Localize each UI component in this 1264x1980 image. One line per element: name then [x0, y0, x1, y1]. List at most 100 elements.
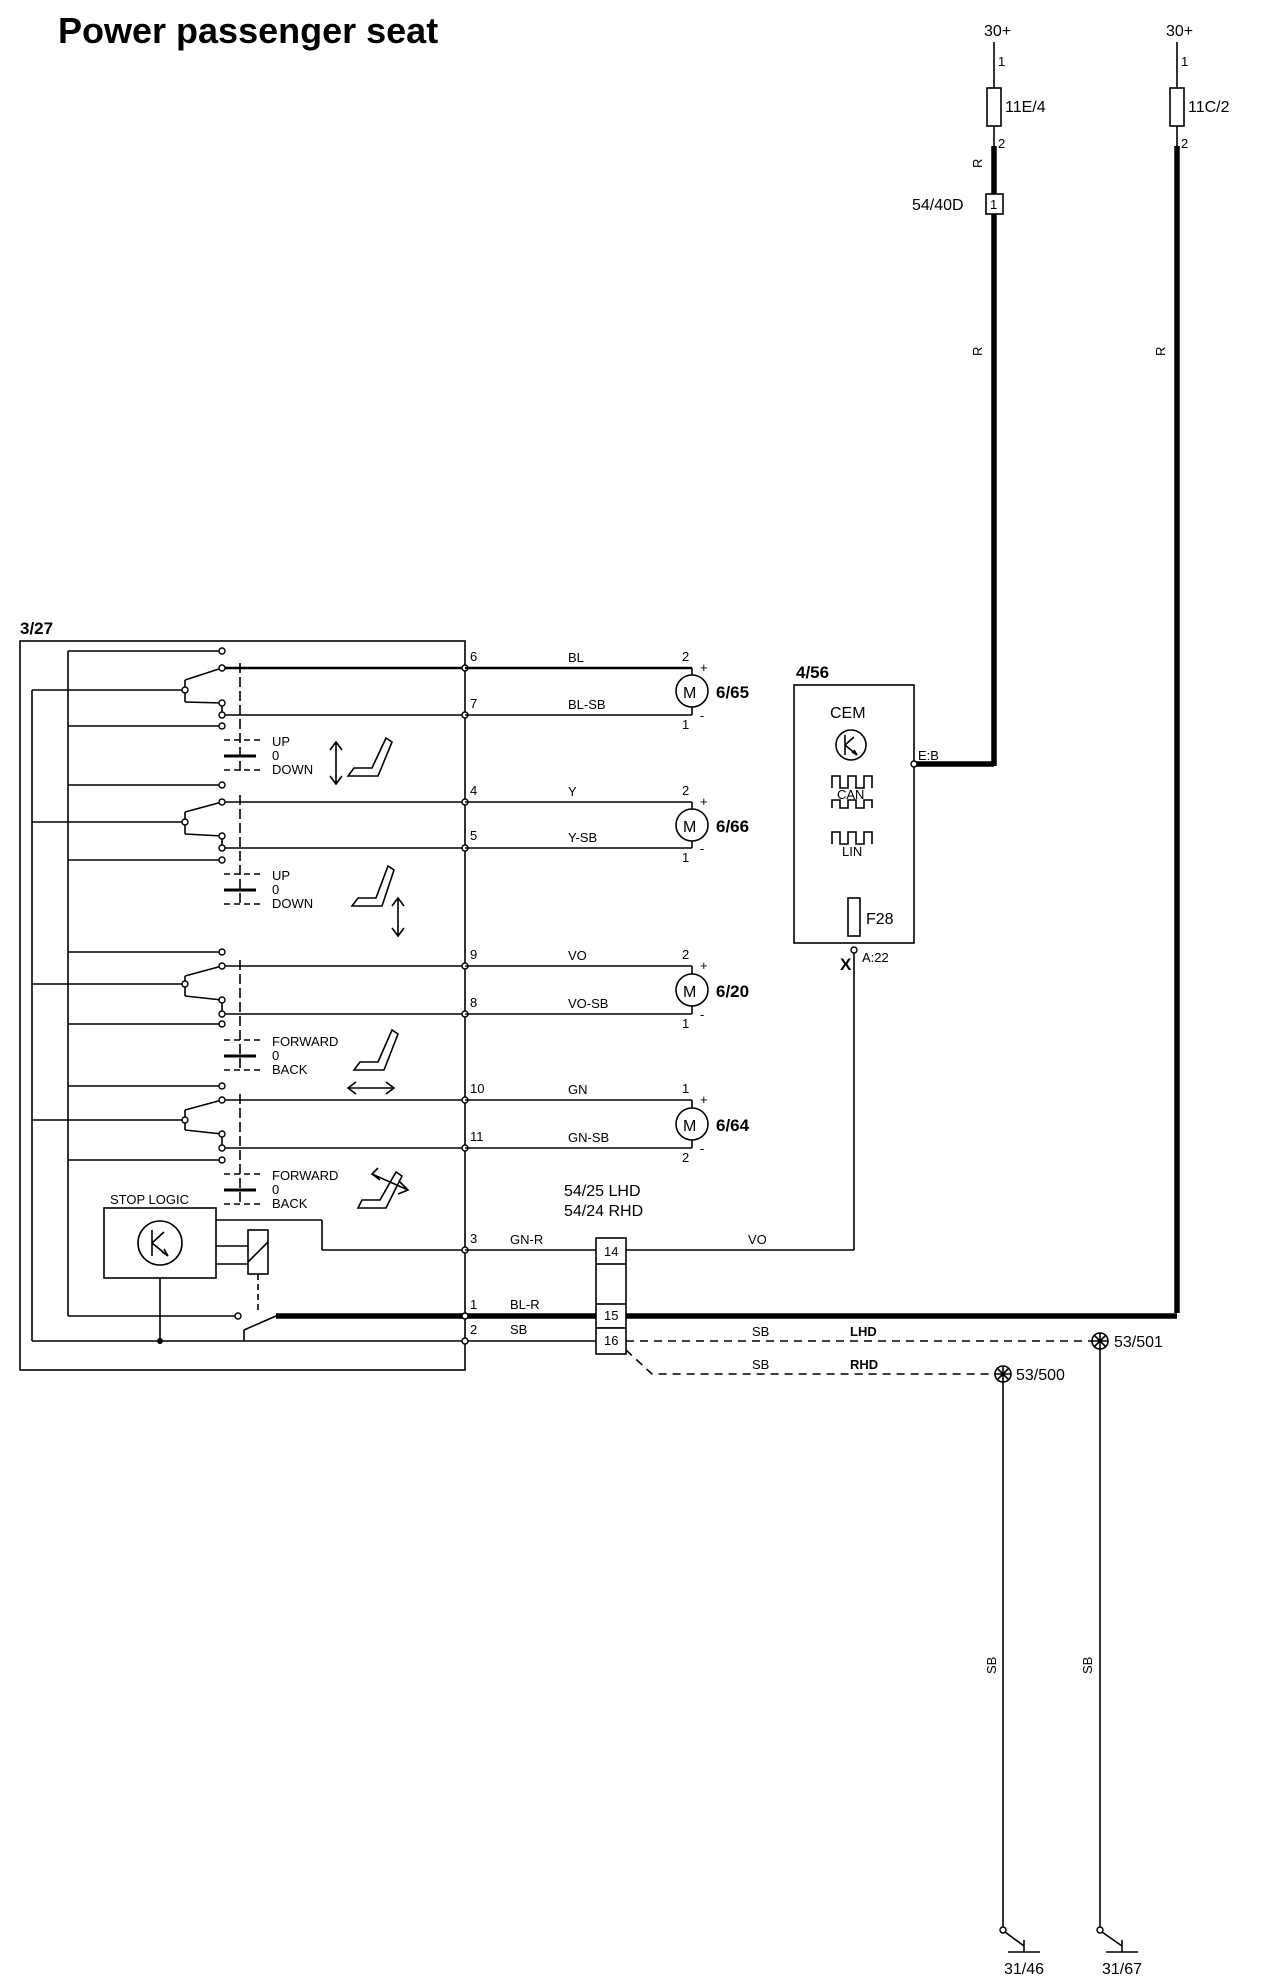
connector-label-rhd: 54/24 RHD — [564, 1203, 643, 1220]
fuse-11c2 — [1169, 87, 1185, 127]
pos-back-1: BACK — [272, 1062, 308, 1077]
wire-y: Y — [568, 784, 577, 799]
lin-signal-icon — [831, 831, 873, 845]
can-signal-icon — [831, 775, 873, 789]
wire-sb-rhd — [625, 1349, 996, 1375]
connector-block: 54/25 LHD 54/24 RHD 14 15 16 — [564, 1183, 643, 1355]
wire-bl-r: BL-R — [510, 1297, 540, 1312]
motor-6-64-pin-a: 1 — [682, 1081, 689, 1096]
splice-53-501: 53/501 SB — [1080, 1332, 1163, 1930]
cem-transistor-icon — [835, 729, 867, 761]
stop-logic: STOP LOGIC — [103, 1192, 465, 1344]
pin-1: 1 — [470, 1297, 477, 1312]
minus-sign: - — [700, 841, 704, 856]
motor-6-66-pin-b: 1 — [682, 850, 689, 865]
fuse-11c2-pin-2: 2 — [1181, 136, 1188, 151]
motor-6-20-label: 6/20 — [716, 982, 749, 1001]
pos-down-1: DOWN — [272, 762, 313, 777]
supply-right: 30+ 1 11C/2 2 R — [1153, 23, 1230, 1313]
fuse-11e4-pin-2: 2 — [998, 136, 1005, 151]
supply-right-label: 30+ — [1166, 23, 1193, 40]
motor-symbol: M — [683, 1118, 696, 1135]
wire-sb-rhd-label: SB — [752, 1357, 769, 1372]
motor-6-65-pin-a: 2 — [682, 649, 689, 664]
switch-group-3: FORWARD 0 BACK — [32, 948, 465, 1095]
fuse-11c2-pin-1: 1 — [1181, 54, 1188, 69]
pin-9: 9 — [470, 947, 477, 962]
rhd-tag: RHD — [850, 1357, 878, 1372]
pos-up-1: UP — [272, 734, 290, 749]
pin-2: 2 — [470, 1322, 477, 1337]
connector-pin-14: 14 — [604, 1244, 618, 1259]
supply-left: 30+ 1 11E/4 2 R 1 54/40D R — [912, 23, 1046, 767]
seat-slide-icon — [346, 1028, 399, 1095]
wire-bl: BL — [568, 650, 584, 665]
wire-vo-sb: VO-SB — [568, 996, 608, 1011]
wire-sb-vertical-1: SB — [984, 1657, 999, 1674]
pin-3: 3 — [470, 1231, 477, 1246]
ground-31-46-label: 31/46 — [1004, 1961, 1044, 1978]
motor-6-64: M 1 2 + - 6/64 — [675, 1081, 750, 1165]
pos-down-2: DOWN — [272, 896, 313, 911]
pos-forward-1: FORWARD — [272, 1034, 338, 1049]
pos-zero-3: 0 — [272, 1048, 279, 1063]
fuse-11e4-pin-1: 1 — [998, 54, 1005, 69]
motor-6-65: M 2 1 + - 6/65 — [675, 649, 749, 732]
cem-x-mark: X — [840, 955, 852, 974]
can-label: CAN — [837, 787, 864, 802]
cem-name: CEM — [830, 705, 866, 722]
motor-wires: BL BL-SB Y Y-SB VO VO-SB GN GN-SB — [465, 650, 692, 1149]
splice-53-501-label: 53/501 — [1114, 1334, 1163, 1351]
pos-zero-4: 0 — [272, 1182, 279, 1197]
wire-sb-lhd-label: SB — [752, 1324, 769, 1339]
lin-label: LIN — [842, 844, 862, 859]
splice-53-500-label: 53/500 — [1016, 1367, 1065, 1384]
pin-7: 7 — [470, 696, 477, 711]
wire-vo-out: VO — [748, 1232, 767, 1247]
motor-6-64-label: 6/64 — [716, 1116, 750, 1135]
pin-4: 4 — [470, 783, 477, 798]
pos-zero-1: 0 — [272, 748, 279, 763]
cem-pin-a22: A:22 — [862, 950, 889, 965]
wire-gn-r: GN-R — [510, 1232, 543, 1247]
fuse-11e4-label: 11E/4 — [1005, 99, 1046, 116]
fuse-11e4 — [986, 87, 1002, 127]
pos-back-2: BACK — [272, 1196, 308, 1211]
connector-54-40d-label: 54/40D — [912, 197, 964, 214]
seat-height-icon — [329, 736, 393, 786]
motor-6-66-label: 6/66 — [716, 817, 749, 836]
wire-y-sb: Y-SB — [568, 830, 597, 845]
motor-6-66-pin-a: 2 — [682, 783, 689, 798]
pin-11: 11 — [470, 1129, 484, 1144]
wire-gn: GN — [568, 1082, 588, 1097]
pin-5: 5 — [470, 828, 477, 843]
plus-sign: + — [700, 1092, 708, 1107]
motor-6-20: M 2 1 + - 6/20 — [675, 947, 749, 1031]
motor-6-20-pin-a: 2 — [682, 947, 689, 962]
connector-54-40d-pin: 1 — [990, 197, 997, 212]
ground-31-67-label: 31/67 — [1102, 1961, 1142, 1978]
plus-sign: + — [700, 660, 708, 675]
seat-recline-icon — [356, 1167, 410, 1209]
motor-6-64-pin-b: 2 — [682, 1150, 689, 1165]
plus-sign: + — [700, 958, 708, 973]
diagram-title: Power passenger seat — [58, 10, 439, 51]
wire-color-r-2: R — [970, 347, 985, 356]
wire-gn-sb: GN-SB — [568, 1130, 609, 1145]
switch-group-2: UP 0 DOWN — [32, 781, 465, 938]
wire-sb-vertical-2: SB — [1080, 1657, 1095, 1674]
splice-53-500: 53/500 SB — [984, 1365, 1065, 1930]
transistor-icon — [137, 1220, 183, 1266]
wire-sb: SB — [510, 1322, 527, 1337]
minus-sign: - — [700, 1141, 704, 1156]
cem-module: 4/56 CEM CAN LIN F28 E:B A:22 X — [793, 663, 939, 1250]
motor-symbol: M — [683, 685, 696, 702]
wire-vo: VO — [568, 948, 587, 963]
stop-logic-label: STOP LOGIC — [110, 1192, 189, 1207]
motor-6-20-pin-b: 1 — [682, 1016, 689, 1031]
pin-6: 6 — [470, 649, 477, 664]
pos-zero-2: 0 — [272, 882, 279, 897]
motor-symbol: M — [683, 984, 696, 1001]
wire-color-r-1: R — [970, 159, 985, 168]
switch-module-3-27 — [19, 640, 466, 1371]
